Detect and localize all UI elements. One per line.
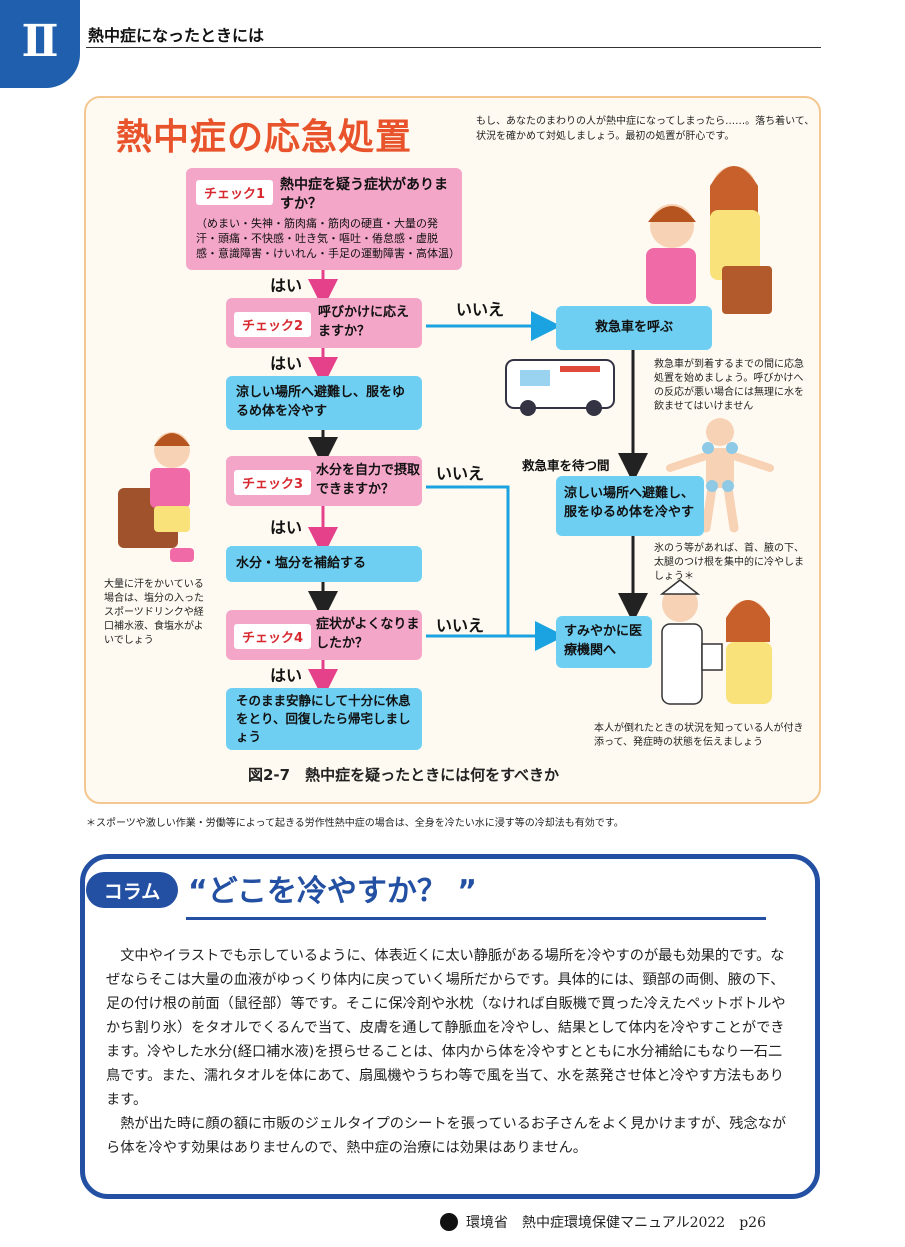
girl-drinking-illustration bbox=[118, 432, 194, 562]
hospital-text: すみやかに医療機関へ bbox=[564, 624, 643, 658]
dizzy-girl-illustration bbox=[646, 166, 772, 314]
page-footer: 環境省 熱中症環境保健マニュアル2022 p26 bbox=[440, 1212, 766, 1232]
no-label-4: いいえ bbox=[436, 616, 485, 635]
check4-question: 症状がよくなりましたか？ bbox=[316, 617, 420, 651]
column-paragraph-2: 熱が出た時に顔の額に市販のジェルタイプのシートを張っているお子さんをよく見かけま… bbox=[106, 1116, 787, 1156]
rest-action-text: そのまま安静にして十分に休息をとり、回復したら帰宅しましょう bbox=[236, 693, 411, 744]
column-body: 文中やイラストでも示しているように、体表近くに太い静脈がある場所を冷やすのが最も… bbox=[106, 944, 796, 1160]
yes-label-2: はい bbox=[270, 354, 303, 373]
footer-dot-icon bbox=[440, 1213, 458, 1231]
check3-tag: チェック3 bbox=[234, 470, 312, 495]
check4-box: チェック4 症状がよくなりましたか？ bbox=[226, 610, 422, 660]
check2-question: 呼びかけに応えますか？ bbox=[318, 305, 410, 339]
chapter-number: Ⅱ bbox=[21, 15, 59, 67]
yes-label-3: はい bbox=[270, 518, 303, 537]
column-badge: コラム bbox=[86, 872, 178, 908]
wait-label: 救急車を待つ間 bbox=[522, 458, 610, 473]
panel-title: 熱中症の応急処置 bbox=[116, 117, 413, 158]
ambulance-note: 救急車が到着するまでの間に応急処置を始めましょう。呼びかけへの反応が悪い場合には… bbox=[654, 359, 804, 412]
check1-tag: チェック1 bbox=[196, 180, 274, 205]
column-box bbox=[80, 854, 820, 1199]
water-action-text: 水分・塩分を補給する bbox=[236, 556, 367, 571]
cool2-action-box: 涼しい場所へ避難し、服をゆるめ体を冷やす bbox=[556, 476, 704, 536]
check3-question: 水分を自力で摂取できますか？ bbox=[316, 463, 421, 497]
footer-text: 環境省 熱中症環境保健マニュアル2022 p26 bbox=[466, 1215, 766, 1231]
ice-note: 氷のう等があれば、首、腋の下、太腿のつけ根を集中的に冷やしましょう＊ bbox=[654, 543, 804, 582]
chapter-tab: Ⅱ bbox=[0, 0, 80, 88]
no-label-2: いいえ bbox=[456, 300, 505, 319]
body-cooling-illustration bbox=[666, 418, 774, 533]
check1-question: 熱中症を疑う症状がありますか？ bbox=[280, 177, 448, 212]
water-action-box: 水分・塩分を補給する bbox=[226, 546, 422, 582]
column-paragraph-1: 文中やイラストでも示しているように、体表近くに太い静脈がある場所を冷やすのが最も… bbox=[106, 948, 786, 1108]
ambulance-text: 救急車を呼ぶ bbox=[594, 320, 673, 335]
column-title: “どこを冷やすか？ ” bbox=[188, 874, 477, 909]
cool-action-box: 涼しい場所へ避難し、服をゆるめ体を冷やす bbox=[226, 376, 422, 430]
figure-caption: 図2-7 熱中症を疑ったときには何をすべきか bbox=[248, 766, 560, 784]
arrow-no-3 bbox=[426, 485, 510, 636]
footnote: ＊スポーツや激しい作業・労働等によって起きる労作性熱中症の場合は、全身を冷たい水… bbox=[86, 818, 624, 829]
check1-box: チェック1 熱中症を疑う症状がありますか？ （めまい・失神・筋肉痛・筋肉の硬直・… bbox=[186, 168, 462, 270]
check3-box: チェック3 水分を自力で摂取できますか？ bbox=[226, 456, 422, 506]
nurse-illustration bbox=[659, 579, 772, 705]
check2-box: チェック2 呼びかけに応えますか？ bbox=[226, 298, 422, 348]
header-title: 熱中症になったときには bbox=[88, 26, 265, 45]
cool2-action-text: 涼しい場所へ避難し、服をゆるめ体を冷やす bbox=[564, 486, 695, 520]
ambulance-box: 救急車を呼ぶ bbox=[556, 306, 712, 350]
yes-label-4: はい bbox=[270, 666, 303, 685]
ambulance-illustration bbox=[505, 359, 615, 416]
no-label-3: いいえ bbox=[436, 464, 485, 483]
check1-symptoms: （めまい・失神・筋肉痛・筋肉の硬直・大量の発汗・頭痛・不快感・吐き気・嘔吐・倦怠… bbox=[196, 217, 460, 260]
cool-action-text: 涼しい場所へ避難し、服をゆるめ体を冷やす bbox=[236, 385, 406, 419]
check2-tag: チェック2 bbox=[234, 312, 312, 337]
column-rule bbox=[186, 917, 766, 920]
rest-action-box: そのまま安静にして十分に休息をとり、回復したら帰宅しましょう bbox=[226, 688, 422, 750]
hospital-box: すみやかに医療機関へ bbox=[556, 616, 652, 668]
yes-label-1: はい bbox=[270, 276, 303, 295]
companion-note: 本人が倒れたときの状況を知っている人が付き添って、発症時の状態を伝えましょう bbox=[594, 723, 804, 748]
header-rule bbox=[86, 47, 821, 48]
panel-intro: もし、あなたのまわりの人が熱中症になってしまったら……。落ち着いて、状況を確かめ… bbox=[476, 116, 815, 142]
check4-tag: チェック4 bbox=[234, 624, 312, 649]
sweat-note: 大量に汗をかいている場合は、塩分の入ったスポーツドリンクや経口補水液、食塩水がよ… bbox=[104, 579, 204, 646]
